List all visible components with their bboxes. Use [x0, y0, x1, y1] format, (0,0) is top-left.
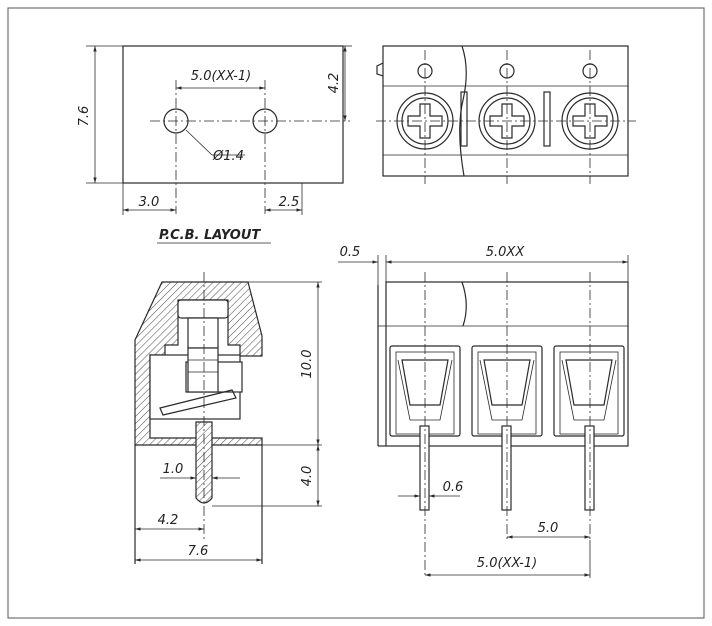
- pcb-layout-view: 5.0(XX-1) 7.6 4.2 Ø1.4 3.0 2.5 P.C.B. LA…: [77, 45, 352, 244]
- side-pin-length-label: 4.0: [300, 466, 315, 487]
- top-view: [376, 45, 636, 184]
- front-pin-3: [584, 425, 595, 511]
- top-view-body: [382, 45, 629, 177]
- front-pitch-label: 5.0: [538, 521, 559, 536]
- pcb-outline: [122, 45, 344, 184]
- front-pin-1: [419, 425, 430, 511]
- side-screw-head: [177, 299, 229, 319]
- front-pin-2: [501, 425, 512, 511]
- clamp-window-3: [553, 345, 625, 437]
- side-width-label: 7.6: [188, 544, 209, 559]
- side-pin-width-label: 1.0: [163, 462, 184, 477]
- drawing-frame: [7, 7, 705, 619]
- top-divider-1: [460, 91, 468, 147]
- pcb-pitch-label: 5.0(XX-1): [191, 69, 251, 84]
- top-divider-2: [543, 91, 551, 147]
- front-edge-label: 0.5: [340, 245, 361, 260]
- pcb-hole-offset-label: 4.2: [327, 73, 342, 94]
- side-view: 10.0 4.0 1.0 4.2 7.6: [134, 272, 322, 564]
- front-view: 0.5 5.0XX 0.6 5.0 5.0(XX-1): [338, 245, 629, 578]
- front-span-label: 5.0(XX-1): [477, 556, 537, 571]
- pcb-height-label: 7.6: [77, 106, 92, 127]
- side-body-height-label: 10.0: [300, 350, 315, 379]
- front-pin-thickness-label: 0.6: [443, 480, 464, 495]
- pcb-right-offset-label: 2.5: [279, 195, 300, 210]
- side-housing: [134, 281, 263, 446]
- side-pin: [195, 421, 213, 504]
- pcb-hole-diameter-label: Ø1.4: [212, 149, 244, 164]
- pcb-left-offset-label: 3.0: [139, 195, 160, 210]
- pcb-layout-title: P.C.B. LAYOUT: [159, 228, 261, 243]
- front-total-length-label: 5.0XX: [486, 245, 526, 260]
- side-pin-offset-label: 4.2: [158, 513, 179, 528]
